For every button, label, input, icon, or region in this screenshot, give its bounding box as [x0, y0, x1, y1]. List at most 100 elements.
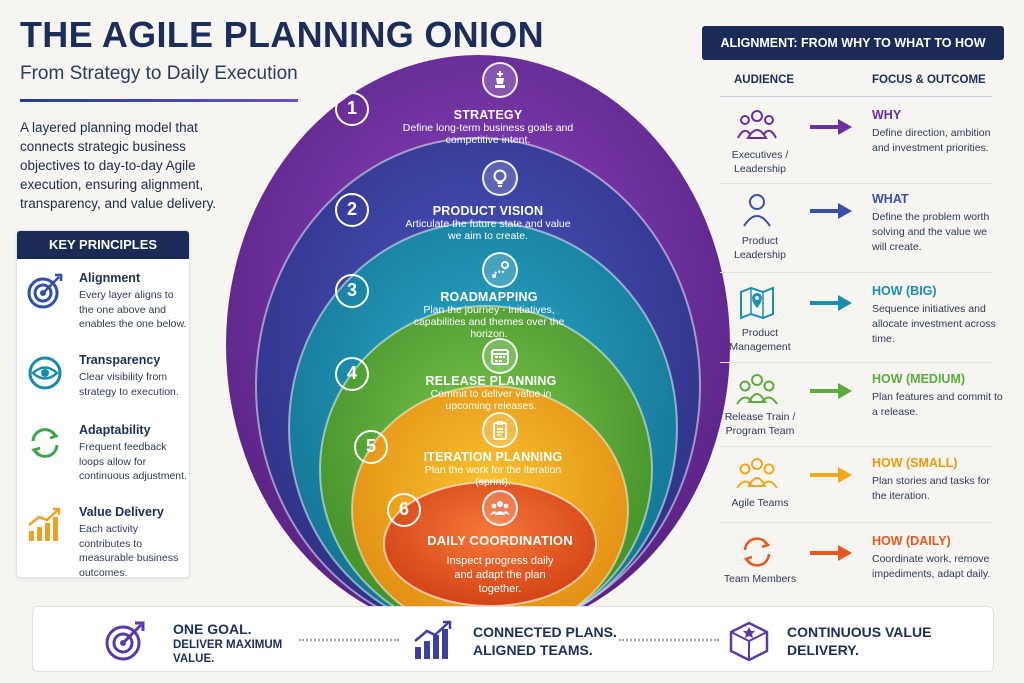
- principle-desc: Each activity contributes to measurable …: [79, 523, 179, 579]
- principle-desc: Frequent feedback loops allow for contin…: [79, 441, 187, 482]
- executives-icon: [737, 110, 777, 139]
- intro-text: A layered planning model that connects s…: [20, 120, 217, 211]
- layer-desc: Inspect progress daily and adapt the pla…: [446, 555, 554, 595]
- layer-number: 6: [387, 493, 421, 527]
- team-icon: [736, 458, 778, 489]
- alignment-row-why: Executives / Leadership WHY Define direc…: [720, 108, 1004, 188]
- chess-king-icon: [482, 62, 518, 98]
- person-icon: [743, 194, 771, 227]
- dotted-connector: [619, 639, 719, 641]
- arrow-right-icon: [810, 119, 852, 135]
- map-pin-icon: [740, 286, 774, 320]
- audience-label: Product Management: [729, 327, 791, 353]
- audience-column-header: AUDIENCE: [734, 74, 795, 86]
- layer-number: 3: [335, 274, 369, 308]
- principle-title: Alignment: [79, 271, 141, 285]
- arrow-right-icon: [810, 467, 852, 483]
- lightbulb-icon: [482, 160, 518, 196]
- layer-title: RELEASE PLANNING: [425, 374, 557, 388]
- title-underline: [20, 99, 298, 102]
- focus-desc: Define direction, ambition and investmen…: [872, 127, 991, 154]
- bar-chart-growth-icon: [414, 620, 452, 659]
- principle-title: Transparency: [79, 353, 161, 367]
- alignment-row-what: Product Leadership WHAT Define the probl…: [720, 192, 1004, 272]
- audience-label: Executives / Leadership: [731, 149, 789, 175]
- target-arrow-icon: [105, 621, 145, 661]
- focus-title: WHAT: [872, 192, 909, 206]
- arrow-right-icon: [810, 203, 852, 219]
- target-icon: [27, 273, 63, 309]
- layer-desc: Plan the work for the iteration (sprint)…: [424, 464, 562, 488]
- audience-label: Agile Teams: [731, 497, 789, 509]
- layer-title: DAILY COORDINATION: [427, 533, 573, 548]
- focus-desc: Define the problem worth solving and the…: [872, 211, 990, 253]
- layer-title: ITERATION PLANNING: [423, 450, 563, 464]
- header-divider: [720, 96, 992, 97]
- layer-number: 2: [335, 193, 369, 227]
- refresh-icon: [743, 537, 771, 567]
- layer-title: PRODUCT VISION: [432, 204, 544, 218]
- row-divider: [720, 522, 992, 523]
- layer-desc: Articulate the future state and value we…: [405, 218, 571, 242]
- audience-label: Team Members: [723, 573, 797, 585]
- layer-desc: Commit to deliver value in upcoming rele…: [430, 388, 552, 412]
- page-subtitle: From Strategy to Daily Execution: [20, 63, 298, 84]
- focus-title: HOW (SMALL): [872, 456, 958, 470]
- focus-desc: Coordinate work, remove impediments, ada…: [872, 553, 991, 580]
- alignment-row-how-small: Agile Teams HOW (SMALL) Plan stories and…: [720, 456, 1004, 536]
- focus-title: HOW (MEDIUM): [872, 372, 966, 386]
- layer-iteration-planning: ITERATION PLANNING Plan the work for the…: [418, 450, 568, 488]
- principle-title: Value Delivery: [79, 505, 164, 519]
- layer-title: ROADMAPPING: [440, 290, 538, 304]
- focus-desc: Plan features and commit to a release.: [872, 391, 1003, 418]
- layer-title: STRATEGY: [453, 108, 523, 122]
- layer-product-vision: PRODUCT VISION Articulate the future sta…: [403, 204, 573, 242]
- audience-label: Release Train / Program Team: [724, 411, 796, 437]
- group-icon: [736, 374, 778, 405]
- focus-desc: Sequence initiatives and allocate invest…: [872, 303, 996, 345]
- alignment-row-how-big: Product Management HOW (BIG) Sequence in…: [720, 284, 1004, 364]
- layer-release-planning: RELEASE PLANNING Commit to deliver value…: [418, 374, 564, 412]
- footer-goal-heading: ONE GOAL.: [173, 621, 252, 637]
- key-principles-heading: KEY PRINCIPLES: [17, 231, 189, 259]
- growth-chart-icon: [28, 507, 61, 541]
- clipboard-icon: [482, 412, 518, 448]
- row-divider: [720, 183, 992, 184]
- footer-plans-text: CONNECTED PLANS. ALIGNED TEAMS.: [473, 624, 617, 658]
- layer-number: 5: [354, 430, 388, 464]
- principle-desc: Clear visibility from strategy to execut…: [79, 371, 179, 398]
- alignment-row-how-daily: Team Members HOW (DAILY) Coordinate work…: [720, 534, 1004, 614]
- arrow-right-icon: [810, 545, 852, 561]
- row-divider: [720, 446, 992, 447]
- focus-title: HOW (BIG): [872, 284, 937, 298]
- key-principles-panel: KEY PRINCIPLES Alignment Every layer ali…: [16, 230, 190, 579]
- route-map-icon: [482, 252, 518, 288]
- footer-banner: ONE GOAL. DELIVER MAXIMUM VALUE. CONNECT…: [32, 606, 994, 672]
- layer-strategy: STRATEGY Define long-term business goals…: [398, 108, 578, 146]
- principle-title: Adaptability: [79, 423, 151, 437]
- eye-icon: [28, 356, 62, 390]
- principle-desc: Every layer aligns to the one above and …: [79, 289, 187, 330]
- calendar-icon: [482, 338, 518, 374]
- focus-title: WHY: [872, 108, 902, 122]
- row-divider: [720, 272, 992, 273]
- focus-column-header: FOCUS & OUTCOME: [872, 74, 986, 86]
- focus-desc: Plan stories and tasks for the iteration…: [872, 475, 990, 502]
- layer-desc: Define long-term business goals and comp…: [402, 122, 574, 146]
- dotted-connector: [299, 639, 399, 641]
- arrow-right-icon: [810, 295, 852, 311]
- alignment-heading: ALIGNMENT: FROM WHY TO WHAT TO HOW: [702, 26, 1004, 60]
- cycle-icon: [31, 428, 59, 458]
- audience-label: Product Leadership: [734, 235, 786, 261]
- value-box-icon: [729, 621, 769, 662]
- focus-title: HOW (DAILY): [872, 534, 951, 548]
- layer-daily-coordination: DAILY COORDINATION Inspect progress dail…: [422, 533, 578, 596]
- alignment-row-how-medium: Release Train / Program Team HOW (MEDIUM…: [720, 372, 1004, 452]
- footer-continuous-text: CONTINUOUS VALUE DELIVERY.: [787, 624, 932, 658]
- layer-desc: Plan the journey - initiatives, capabili…: [413, 304, 565, 340]
- layer-roadmapping: ROADMAPPING Plan the journey - initiativ…: [400, 290, 578, 340]
- arrow-right-icon: [810, 383, 852, 399]
- row-divider: [720, 362, 992, 363]
- layer-number: 1: [335, 92, 369, 126]
- layer-number: 4: [335, 357, 369, 391]
